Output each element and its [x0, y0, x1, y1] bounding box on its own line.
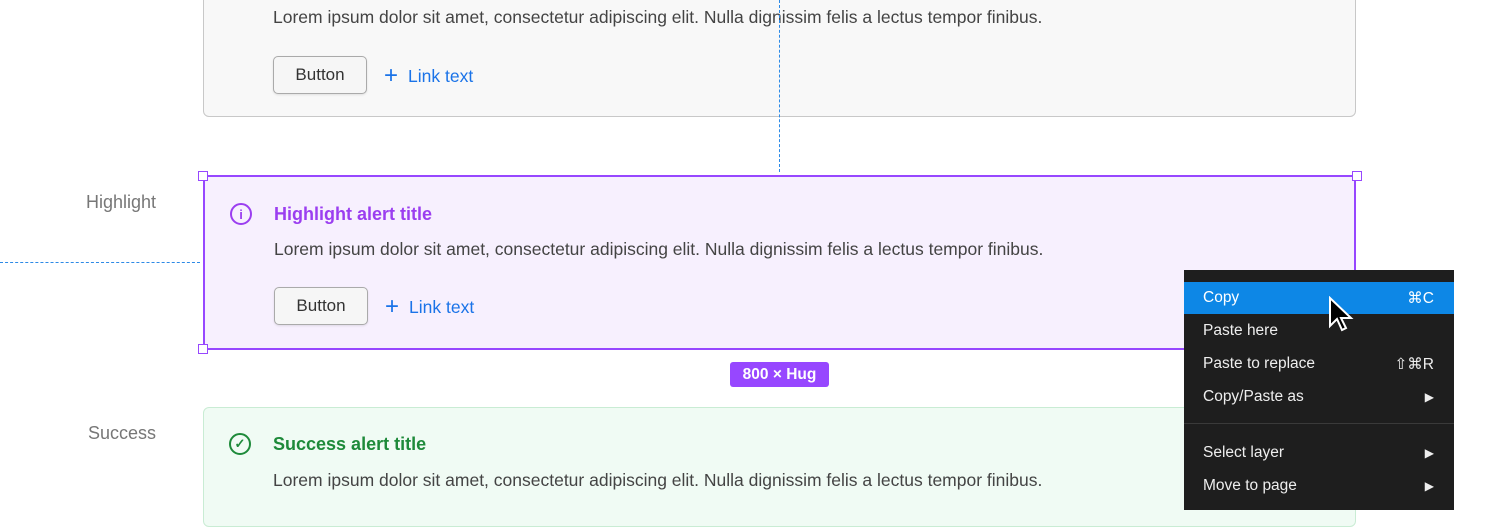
alert-body: Lorem ipsum dolor sit amet, consectetur …	[273, 7, 1043, 27]
alert-button[interactable]: Button	[273, 56, 367, 94]
check-circle-icon: ✓	[229, 433, 251, 455]
menu-item-paste-here[interactable]: Paste here	[1203, 322, 1278, 339]
measure-guide-vertical	[779, 0, 780, 172]
row-label-highlight: Highlight	[85, 192, 156, 212]
plus-icon: +	[385, 293, 400, 320]
plus-icon: +	[384, 62, 399, 89]
menu-item-move-to-page[interactable]: Move to page▶	[1203, 477, 1434, 494]
menu-item-select-layer[interactable]: Select layer▶	[1203, 444, 1434, 461]
alert-body: Lorem ipsum dolor sit amet, consectetur …	[274, 239, 1044, 259]
resize-handle-top-left[interactable]	[198, 171, 208, 181]
link-label: Link text	[408, 65, 474, 86]
submenu-arrow-icon: ▶	[1424, 479, 1434, 493]
info-icon: i	[230, 203, 252, 225]
row-label-success: Success	[87, 423, 156, 443]
submenu-arrow-icon: ▶	[1424, 390, 1434, 404]
menu-separator	[1184, 423, 1454, 424]
alert-link[interactable]: + Link text	[384, 64, 473, 88]
alert-link[interactable]: + Link text	[385, 295, 474, 319]
menu-item-copy[interactable]: Copy⌘C	[1184, 282, 1454, 314]
alert-title: Success alert title	[273, 434, 427, 454]
size-badge: 800 × Hug	[730, 362, 829, 387]
measure-guide-horizontal	[0, 262, 200, 263]
link-label: Link text	[409, 296, 475, 317]
context-menu: Copy⌘C Paste here Paste to replace⇧⌘R Co…	[1184, 270, 1454, 510]
resize-handle-top-right[interactable]	[1352, 171, 1362, 181]
submenu-arrow-icon: ▶	[1424, 446, 1434, 460]
resize-handle-bottom-left[interactable]	[198, 344, 208, 354]
alert-title: Highlight alert title	[274, 204, 433, 224]
alert-body: Lorem ipsum dolor sit amet, consectetur …	[273, 470, 1043, 490]
highlight-alert[interactable]: i Highlight alert title Lorem ipsum dolo…	[203, 175, 1356, 350]
menu-item-copy-paste-as[interactable]: Copy/Paste as▶	[1203, 388, 1434, 405]
menu-item-paste-to-replace[interactable]: Paste to replace⇧⌘R	[1203, 355, 1434, 373]
alert-button[interactable]: Button	[274, 287, 368, 325]
mouse-cursor-icon	[1329, 296, 1354, 332]
